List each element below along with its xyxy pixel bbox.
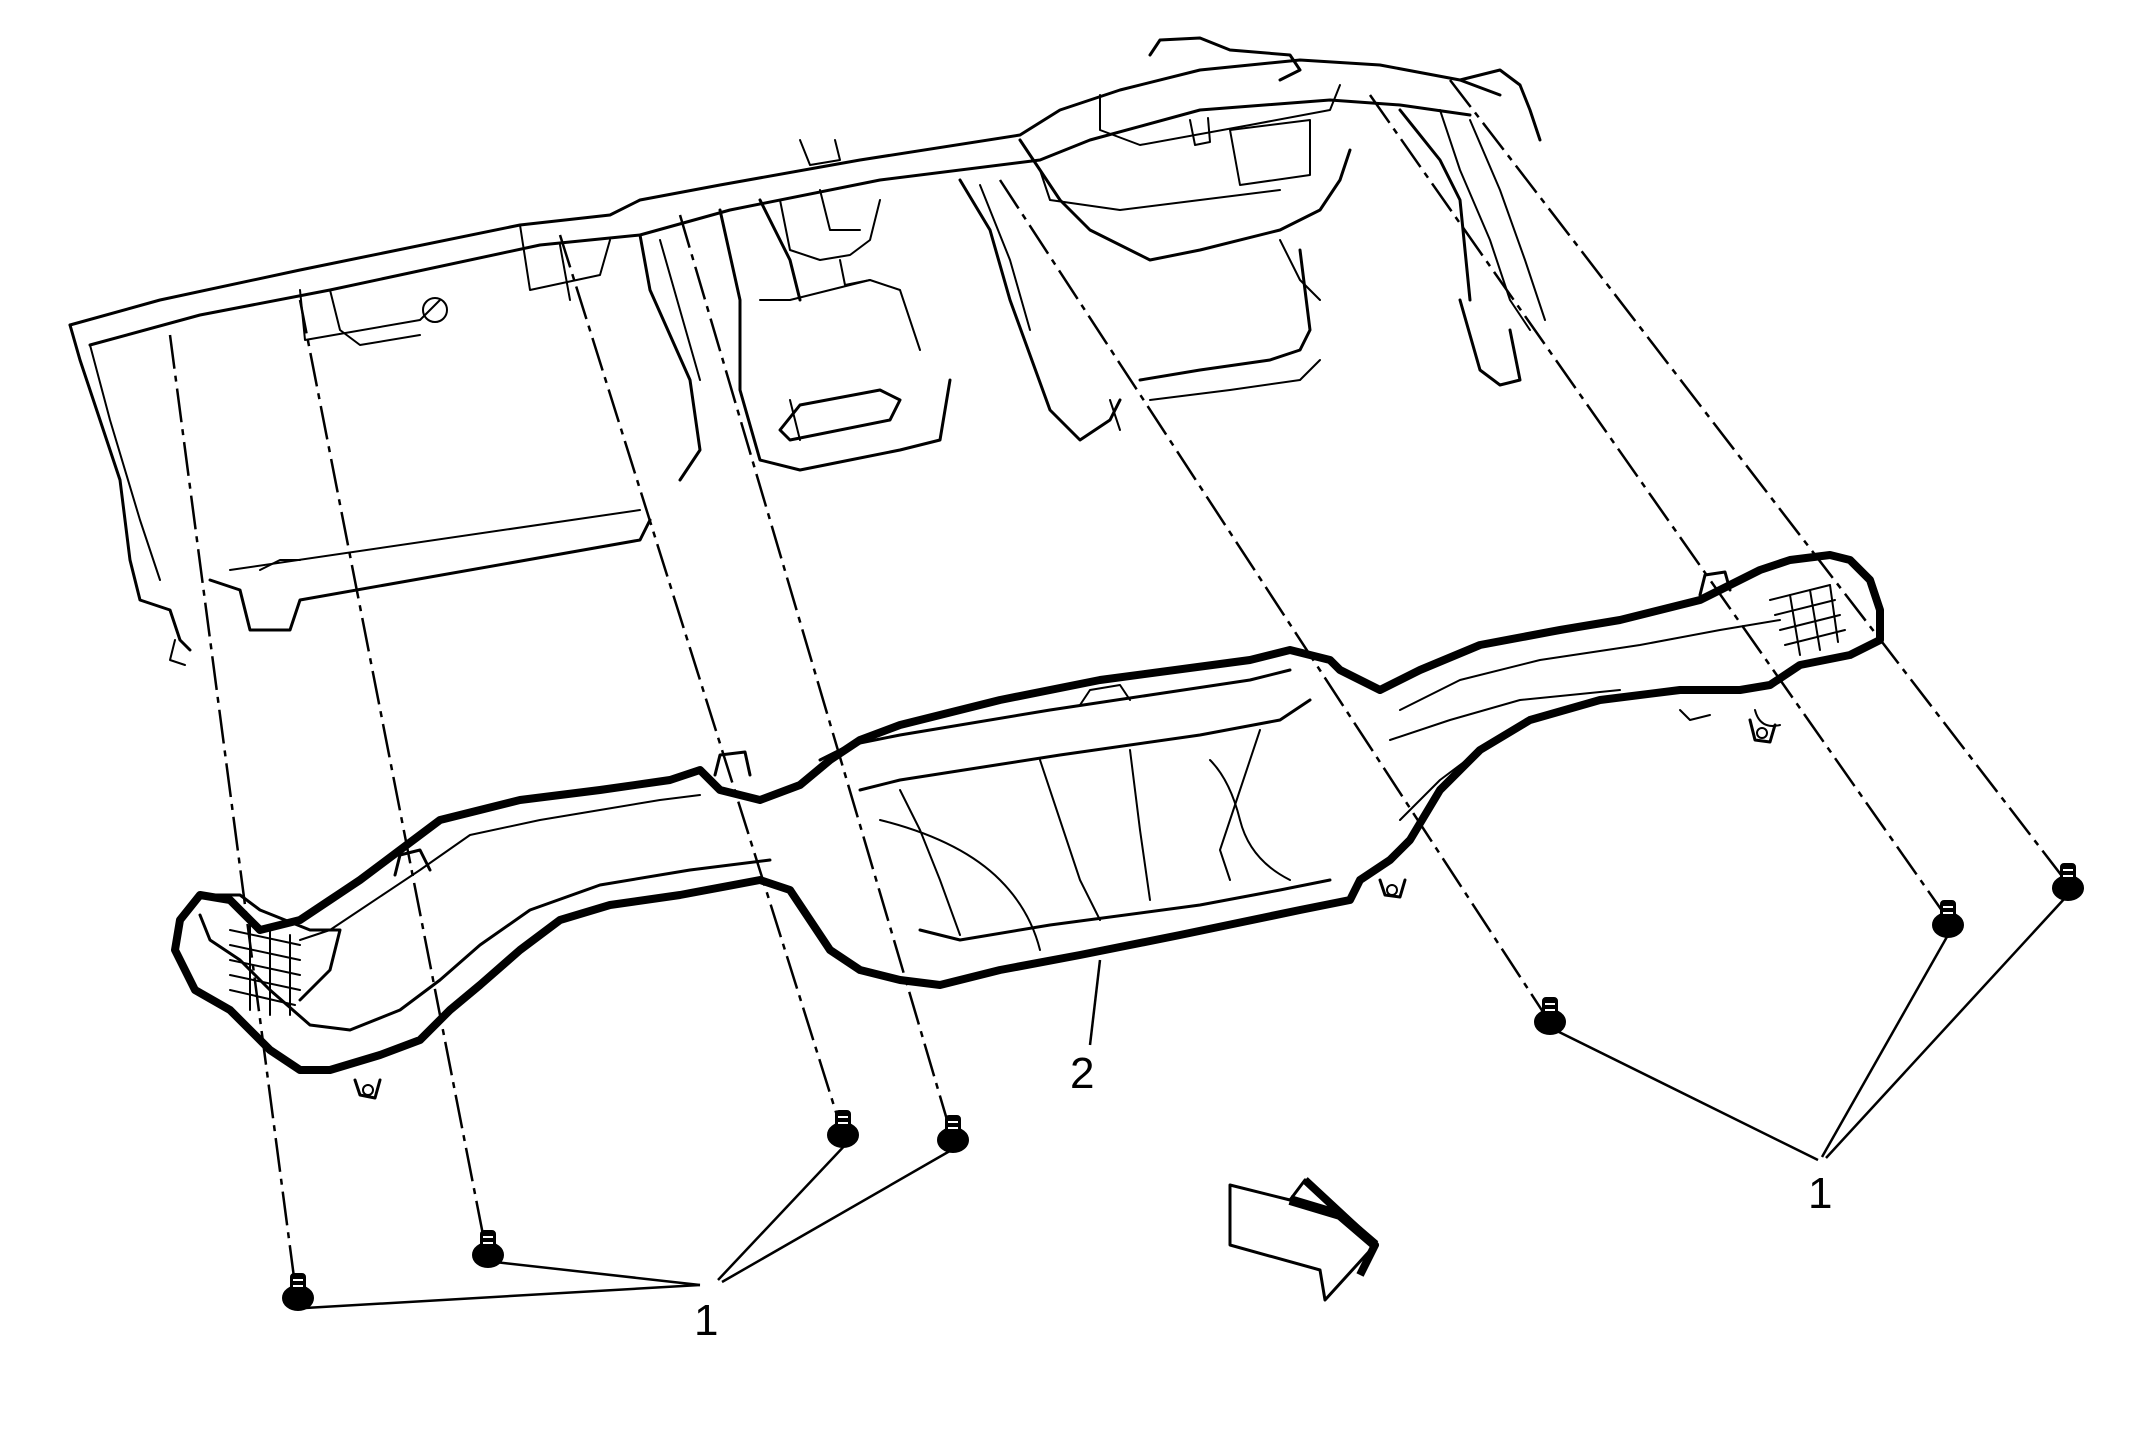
air-distribution-duct (171, 551, 1884, 1100)
bolt-icon (2052, 863, 2084, 901)
leader-lines (304, 897, 2066, 1310)
bolt-icon (827, 1110, 859, 1148)
bolt-icon (282, 1273, 314, 1311)
forward-direction-arrow-icon (1228, 1177, 1379, 1302)
alignment-lines (168, 79, 2066, 1286)
fastener-group-left (282, 1110, 969, 1311)
fastener-group-right (1534, 863, 2084, 1035)
callout-label-fasteners-right: 1 (1808, 1169, 1832, 1218)
bolt-icon (937, 1115, 969, 1153)
callout-label-fasteners-left: 1 (694, 1296, 718, 1345)
bolt-icon (1534, 997, 1566, 1035)
right-outlet-grille (1769, 584, 1846, 656)
left-outlet-grille (229, 924, 301, 1016)
callout-label-duct: 2 (1070, 1049, 1094, 1098)
instrument-panel-carrier (68, 36, 1546, 666)
